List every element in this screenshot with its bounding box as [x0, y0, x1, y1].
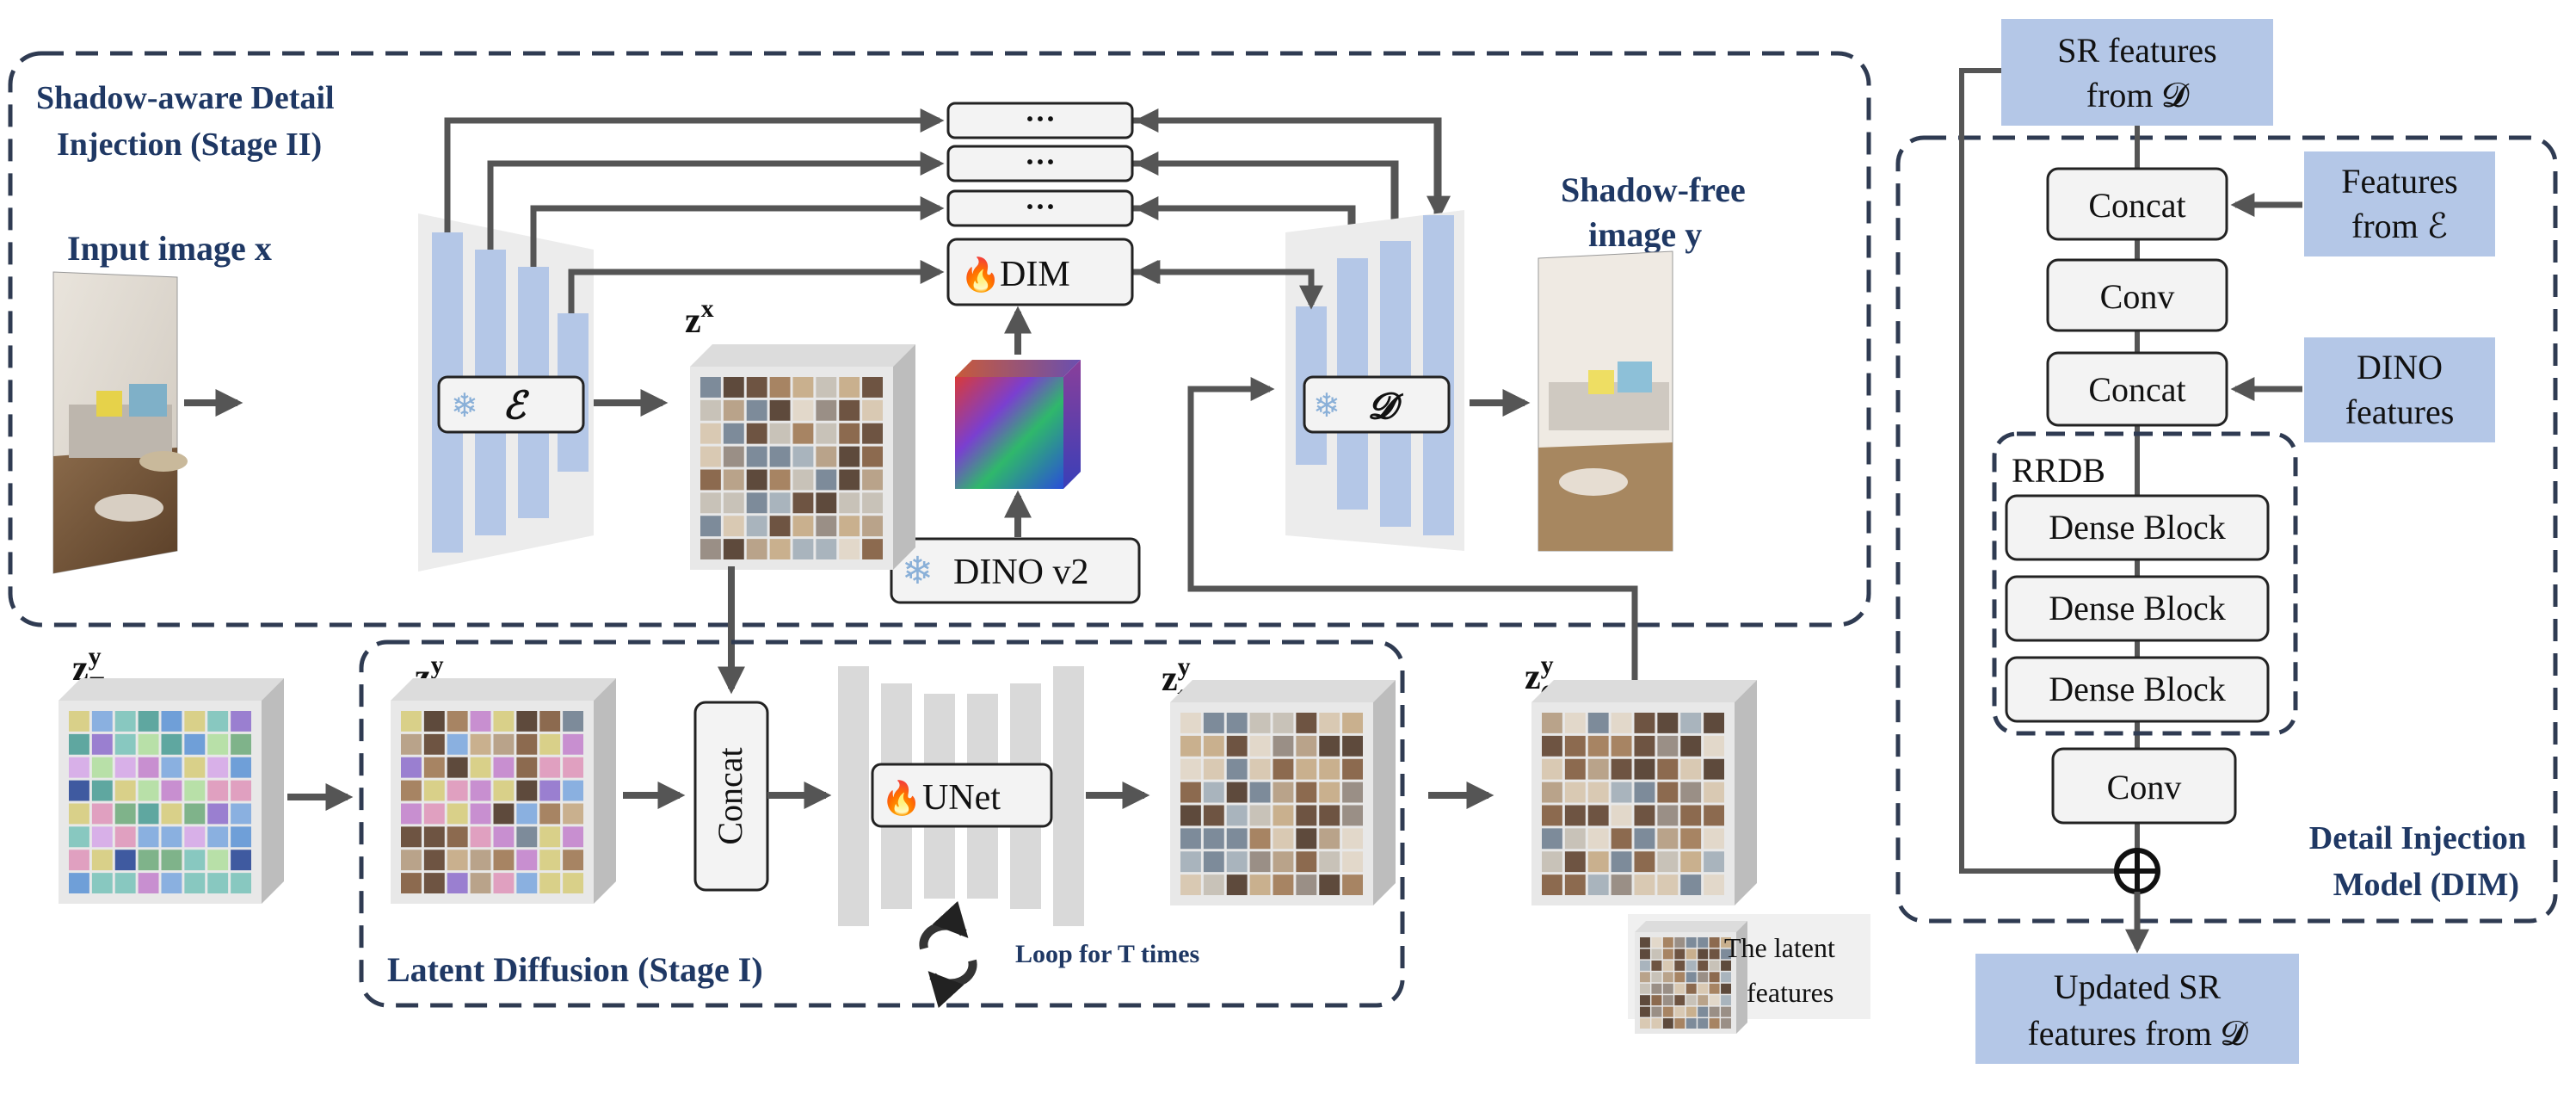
residual-skip-line	[1959, 68, 2115, 874]
skip-box-3	[946, 189, 1134, 227]
dino-features-line2: features	[2345, 392, 2455, 431]
stage2-region	[8, 51, 1871, 627]
dense-block-3-label: Dense Block	[2049, 670, 2226, 708]
fire-icon: 🔥	[881, 779, 921, 817]
dim-panel-region	[1895, 135, 2558, 924]
output-image	[1538, 250, 1673, 552]
concat-label: Concat	[711, 747, 749, 844]
latent-z0	[1531, 680, 1757, 905]
features-from-e-box	[2304, 151, 2495, 256]
dim-concat2-label: Concat	[2088, 370, 2185, 409]
snowflake-icon: ❄	[1313, 388, 1340, 424]
output-image-label-line2: image y	[1588, 215, 1702, 254]
features-from-e-line2: from ℰ	[2351, 207, 2448, 245]
dim-title-line1: Detail Injection	[2309, 820, 2526, 856]
dino-v2-label: DINO v2	[953, 553, 1088, 592]
rrdb-label: RRDB	[2012, 451, 2105, 490]
sr-features-input-line2: from 𝓓	[2086, 76, 2191, 114]
dense-block-3	[2005, 656, 2270, 723]
skip-box-3-label: ···	[1025, 189, 1056, 224]
latent-zx	[690, 344, 915, 570]
dim-conv2-box	[2051, 747, 2237, 825]
legend-line1: The latent	[1724, 932, 1835, 963]
dino-feature-cube	[955, 360, 1081, 489]
skip-box-1-label: ···	[1025, 102, 1056, 136]
dense-block-1-label: Dense Block	[2049, 508, 2226, 547]
dim-conv2-label: Conv	[2107, 768, 2182, 806]
dim-box	[946, 238, 1134, 306]
loop-icon	[919, 900, 977, 1009]
dino-features-line1: DINO	[2357, 348, 2443, 386]
stage1-title: Latent Diffusion (Stage I)	[387, 950, 763, 989]
legend-line2: features	[1747, 977, 1833, 1008]
snowflake-icon: ❄	[451, 388, 478, 424]
dense-block-1	[2005, 494, 2270, 561]
dim-label: DIM	[1000, 255, 1070, 294]
output-image-label-line1: Shadow-free	[1561, 170, 1746, 209]
stage2-title-line2: Injection (Stage II)	[57, 127, 322, 163]
latent-zt	[391, 678, 616, 904]
stage1-region	[359, 640, 1405, 1008]
dense-block-2	[2005, 575, 2270, 642]
latent-zx-label: zx	[685, 294, 714, 341]
input-image-label: Input image x	[67, 229, 272, 268]
dino-v2-box	[890, 537, 1141, 604]
unet-box	[871, 763, 1053, 828]
sr-features-input-line1: SR features	[2057, 31, 2217, 70]
stage2-title-line1: Shadow-aware Detail	[36, 80, 335, 116]
encoder-box	[437, 375, 585, 434]
input-image	[52, 271, 188, 574]
skip-box-2	[946, 145, 1134, 182]
unet-label: UNet	[922, 778, 1001, 818]
rrdb-region	[1992, 431, 2298, 736]
legend-cube	[1635, 921, 1747, 1034]
skip-box-1	[946, 102, 1134, 139]
snowflake-icon: ❄	[902, 550, 934, 592]
dim-conv1-label: Conv	[2100, 277, 2175, 316]
dim-concat1-box	[2046, 167, 2228, 241]
skip-box-2-label: ···	[1025, 145, 1056, 179]
latent-zT	[59, 678, 284, 904]
features-from-e-line1: Features	[2341, 162, 2458, 201]
latent-zt1	[1170, 680, 1396, 905]
arrow-z0-to-decoder	[1187, 377, 1638, 689]
decoder-box	[1303, 375, 1451, 434]
sr-features-input-box	[2001, 19, 2273, 126]
dense-block-2-label: Dense Block	[2049, 589, 2226, 627]
updated-sr-features-box	[1975, 954, 2299, 1064]
dim-title-line2: Model (DIM)	[2333, 867, 2519, 903]
dim-conv1-box	[2046, 258, 2228, 332]
loop-label: Loop for T times	[1015, 940, 1199, 968]
dim-concat2-box	[2046, 351, 2228, 427]
dino-features-box	[2304, 337, 2495, 442]
dim-concat1-label: Concat	[2088, 186, 2185, 225]
updated-sr-line2: features from 𝓓	[2027, 1014, 2248, 1053]
updated-sr-line1: Updated SR	[2054, 967, 2222, 1006]
residual-add-icon	[2114, 848, 2160, 894]
fire-icon: 🔥	[960, 256, 1001, 294]
